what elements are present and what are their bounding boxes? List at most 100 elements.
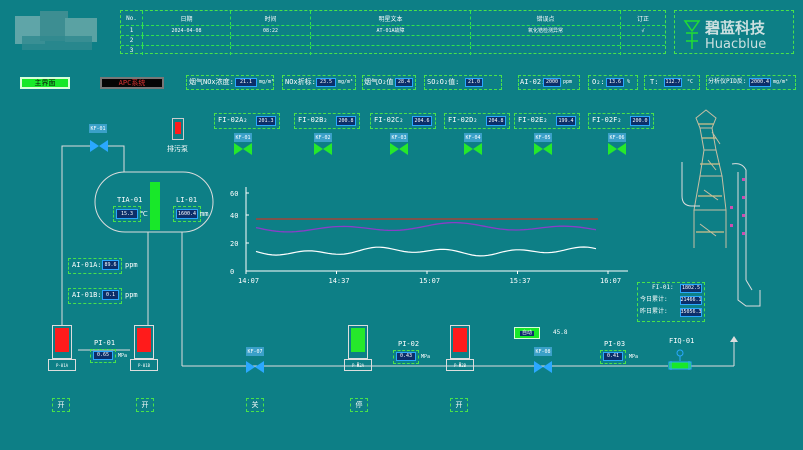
li01-value: 1600.4 [176,209,198,219]
blurred-logo [10,6,110,54]
discharge-indicator[interactable] [172,118,184,140]
main-screen-button[interactable]: 主界面 [20,77,70,89]
flow-indicator [370,113,436,129]
y-tick-label: 60 [230,190,238,198]
col-text: 明星文本 [311,11,471,25]
table-row[interactable]: 2 [121,36,665,46]
metric-analyzer [706,75,796,90]
pump-p02b[interactable]: P-02B [446,325,474,373]
pi02-label: PI-02 [398,340,420,348]
flow-value: 204.8 [486,116,506,126]
flow-label: FI-02F₂ [592,116,622,124]
flow-indicator [214,113,280,129]
pi01-label: PI-01 [94,339,116,347]
metric-so2 [424,75,502,90]
flow-indicator [588,113,654,129]
valve-label: KF-05 [534,133,552,142]
company-logo: 碧蓝科技 Huacblue [674,10,794,54]
flow-indicator [444,113,510,129]
valve-kf07-icon[interactable] [246,361,264,373]
metric-nox-label: 烟气NOx浓度: [189,78,234,86]
flow-label: FI-02A₂ [218,116,248,124]
tia01-value: 15.3 [116,209,138,219]
metric-nox-value: 21.1 [235,78,257,87]
y-tick-label: 20 [230,240,238,248]
valve-icon[interactable] [314,143,332,155]
pump-p02a[interactable]: P-02A [344,325,372,373]
apc-system-button[interactable]: APC系统 [100,77,164,89]
totals-panel [637,282,705,322]
y-tick-label: 0 [230,268,234,276]
flow-value: 204.6 [412,116,432,126]
metric-ai02 [518,75,580,90]
flow-label: FI-02D₂ [448,116,478,124]
flow-indicator [294,113,360,129]
col-point: 错误点 [471,11,621,25]
alarm-table-header: No. 日期 时间 明星文本 错误点 订正 [121,11,665,26]
valve-label: KF-06 [608,133,626,142]
logo-cn: 碧蓝科技 [705,19,766,37]
flow-label: FI-02B₂ [298,116,328,124]
flow-value: 201.3 [256,116,276,126]
pi03-label: PI-03 [604,340,626,348]
valve-icon[interactable] [464,143,482,155]
trend-chart: 60 40 20 0 14:07 14:37 15:07 15:37 16:07 [228,175,638,290]
auto-tag-value: 45.8 [553,329,568,336]
valve-kf08-icon[interactable] [534,361,552,373]
col-date: 日期 [143,11,231,25]
pi03-value: 0.41 [603,352,623,361]
pump-p01a[interactable]: P-01A [48,325,76,373]
col-fix: 订正 [636,15,649,23]
valve-kf07-label: KF-07 [246,347,264,356]
discharge-label: 排污泵 [167,145,188,153]
analyzer-ai01a [68,258,122,274]
valve-label: KF-02 [314,133,332,142]
metric-temp [644,75,700,90]
series-white-line [255,246,597,257]
metric-o2 [362,75,416,90]
level-bar [150,182,160,230]
valve-kf01-label: KF-01 [89,124,107,133]
x-tick-label: 14:37 [329,277,350,285]
status-p02b: 开 [450,398,468,412]
valve-kf01-icon[interactable] [90,140,108,152]
col-no: No. [121,11,143,25]
flow-value: 200.8 [336,116,356,126]
flow-value: 199.4 [556,116,576,126]
logo-leaf-icon [683,20,701,49]
flow-value: 200.0 [630,116,650,126]
auto-tag[interactable]: 自动 [514,327,540,339]
alarm-table: No. 日期 时间 明星文本 错误点 订正 1 2024-04-08 08:22… [120,10,666,55]
x-tick-label: 15:37 [510,277,531,285]
pump-p01b[interactable]: P-01B [130,325,158,373]
x-tick-label: 15:07 [419,277,440,285]
analyzer-ai01b [68,288,122,304]
y-tick-label: 40 [230,212,238,220]
table-row[interactable]: 3 [121,46,665,55]
valve-icon[interactable] [534,143,552,155]
pi02-value: 0.43 [396,352,416,361]
x-tick-label: 16:07 [600,277,621,285]
status-p01b: 开 [136,398,154,412]
flow-meter-icon [668,349,692,370]
metric-o2pct [588,75,638,90]
valve-icon[interactable] [390,143,408,155]
valve-label: KF-04 [464,133,482,142]
flow-indicator [514,113,580,129]
valve-icon[interactable] [608,143,626,155]
col-time: 时间 [231,11,311,25]
status-p02a: 停 [350,398,368,412]
valve-kf08-label: KF-08 [534,347,552,356]
logo-en: Huacblue [705,37,767,52]
metric-nox-std [282,75,356,90]
valve-icon[interactable] [234,143,252,155]
flow-label: FI-02E₂ [518,116,548,124]
status-kf07: 关 [246,398,264,412]
table-row[interactable]: 1 2024-04-08 08:22 AT-01A故障 氧化锆检测异常 √ [121,26,665,36]
series-purple-line [255,221,597,233]
x-tick-label: 14:07 [238,277,259,285]
valve-label: KF-03 [390,133,408,142]
fiq01-label: FIQ-01 [669,337,695,345]
pi01-value: 0.65 [93,351,113,360]
metric-nox [186,75,274,90]
